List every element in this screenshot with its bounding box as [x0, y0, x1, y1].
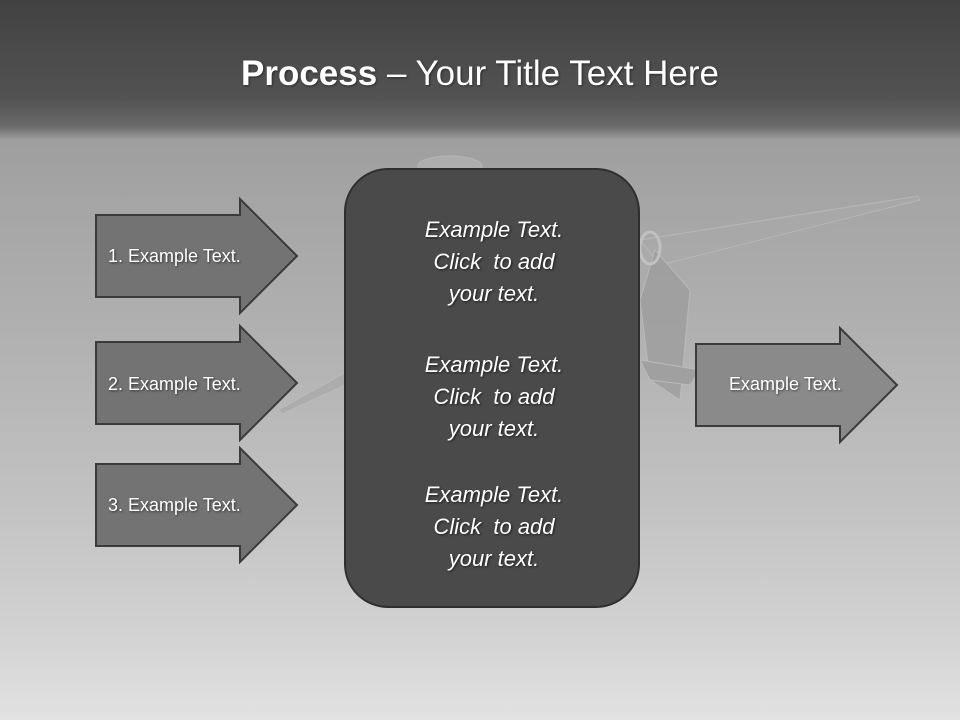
title-band — [0, 0, 960, 140]
center-process-box[interactable]: Example Text. Click to add your text. Ex… — [344, 168, 640, 608]
input-arrow-3-label: 3. Example Text. — [108, 495, 241, 515]
center-block-3-line-3: your text. — [448, 546, 540, 571]
center-block-2-line-3: your text. — [448, 416, 540, 441]
center-text-block-2[interactable]: Example Text. Click to add your text. — [346, 349, 642, 445]
center-block-3-line-1: Example Text. — [424, 482, 564, 507]
input-arrow-3[interactable] — [95, 445, 299, 565]
center-block-2-line-2: Click to add — [433, 384, 555, 409]
input-arrow-1-label: 1. Example Text. — [108, 246, 241, 266]
input-arrow-2[interactable] — [95, 323, 299, 443]
title-rest: – Your Title Text Here — [377, 54, 719, 93]
title-bold: Process — [241, 54, 378, 93]
center-text-block-3[interactable]: Example Text. Click to add your text. — [346, 479, 642, 575]
input-arrow-2-label: 2. Example Text. — [108, 374, 241, 394]
center-block-2-line-1: Example Text. — [424, 352, 564, 377]
center-text-block-1[interactable]: Example Text. Click to add your text. — [346, 214, 642, 310]
output-arrow[interactable] — [695, 325, 899, 445]
center-block-1-line-2: Click to add — [433, 249, 555, 274]
output-arrow-label: Example Text. — [729, 374, 842, 394]
slide-title[interactable]: Process – Your Title Text Here — [0, 52, 960, 96]
center-block-3-line-2: Click to add — [433, 514, 555, 539]
input-arrow-1[interactable] — [95, 196, 299, 316]
center-block-1-line-1: Example Text. — [424, 217, 564, 242]
center-block-1-line-3: your text. — [448, 281, 540, 306]
